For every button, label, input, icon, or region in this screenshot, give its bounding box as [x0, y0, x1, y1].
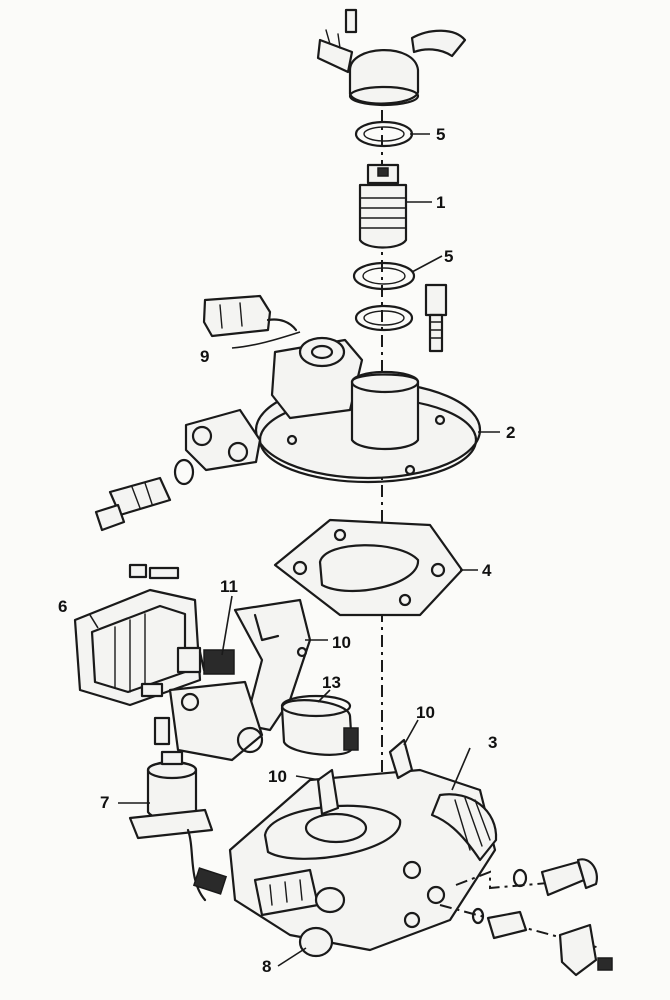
- temperature-sensor-b: [316, 768, 340, 816]
- outlet-fittings: [439, 858, 613, 977]
- mounting-bracket: [233, 598, 312, 732]
- vacuum-hose: [192, 867, 228, 895]
- o-ring-lower: [352, 261, 416, 291]
- callout-12: 11: [220, 577, 238, 596]
- throttle-switch: [140, 680, 264, 762]
- callout-8: 8: [262, 957, 271, 976]
- throttle-body: [228, 768, 498, 958]
- callout-10-right: 10: [416, 703, 435, 722]
- injector-cover: [316, 8, 467, 107]
- callout-1: 1: [436, 193, 445, 212]
- sealing-washer: [173, 458, 195, 486]
- o-ring-seal: [354, 304, 414, 332]
- temperature-sensor-a: [388, 738, 414, 780]
- callout-6: 6: [58, 597, 67, 616]
- injector: [358, 163, 408, 249]
- upper-housing: [184, 336, 482, 484]
- wiring-connector: [202, 294, 298, 338]
- inlet-fitting: [94, 476, 172, 532]
- idle-actuator: [73, 563, 202, 707]
- callout-11: 10: [332, 633, 351, 652]
- callout-7: 7: [100, 793, 109, 812]
- callout-13: 13: [322, 673, 341, 692]
- callout-9: 9: [200, 347, 209, 366]
- leader-lines: [89, 133, 500, 967]
- callout-4: 4: [482, 561, 492, 580]
- gasket: [273, 518, 464, 617]
- callout-5-lower: 5: [444, 247, 453, 266]
- throttle-potentiometer: [280, 694, 359, 756]
- callout-2: 2: [506, 423, 515, 442]
- callout-5-upper: 5: [436, 125, 445, 144]
- spring: [176, 646, 235, 675]
- callout-3: 3: [488, 733, 497, 752]
- mounting-bolt: [424, 283, 448, 353]
- callout-10-left: 10: [268, 767, 287, 786]
- solenoid-valve: [128, 750, 214, 902]
